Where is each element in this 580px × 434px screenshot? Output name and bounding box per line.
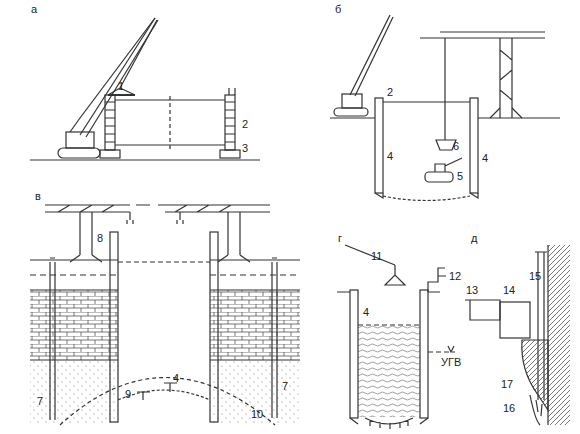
panel-a bbox=[30, 18, 260, 160]
callout-number: 14 bbox=[502, 284, 516, 296]
panel-letter: б bbox=[334, 3, 342, 15]
callout-number: 4 bbox=[386, 150, 394, 162]
callout-number: 3 bbox=[241, 142, 249, 154]
callout-number: 8 bbox=[96, 232, 104, 244]
panel-d bbox=[337, 245, 455, 429]
callout-number: 6 bbox=[452, 140, 460, 152]
callout-number: 9 bbox=[124, 388, 132, 400]
callout-number: 1 bbox=[117, 80, 125, 92]
callout-number: 10 bbox=[250, 408, 264, 420]
panel-letter: в bbox=[34, 190, 42, 202]
callout-number: 7 bbox=[36, 395, 44, 407]
callout-number: 13 bbox=[465, 284, 479, 296]
callout-number: 11 bbox=[370, 250, 383, 262]
callout-number: 16 bbox=[502, 402, 516, 414]
callout-number: 12 bbox=[448, 270, 462, 282]
panel-b bbox=[330, 15, 560, 201]
callout-number: 4 bbox=[481, 152, 489, 164]
callout-number: 15 bbox=[528, 270, 542, 282]
callout-number: УГВ bbox=[440, 356, 462, 368]
callout-number: 2 bbox=[386, 86, 394, 98]
callout-number: 4 bbox=[172, 372, 180, 384]
panel-e bbox=[465, 245, 570, 425]
panel-c bbox=[30, 205, 300, 425]
callout-number: 4 bbox=[362, 306, 370, 318]
callout-number: 2 bbox=[241, 118, 249, 130]
callout-number: 7 bbox=[281, 380, 289, 392]
panel-letter: г bbox=[337, 232, 343, 244]
callout-number: 5 bbox=[456, 170, 464, 182]
callout-number: 17 bbox=[500, 378, 514, 390]
panel-letter: а bbox=[30, 3, 38, 15]
panel-letter: д bbox=[470, 232, 478, 244]
